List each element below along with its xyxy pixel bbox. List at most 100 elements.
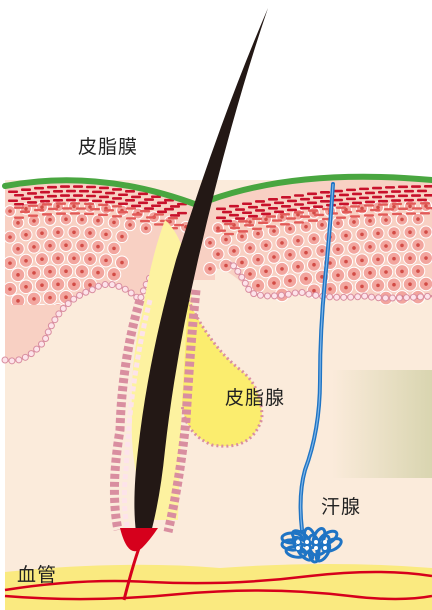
granular-cell [364,204,374,206]
corneocyte [300,198,310,201]
keratinocyte-nucleus [48,270,52,274]
corneocyte [268,207,278,210]
keratinocyte-nucleus [88,283,92,287]
sweat-gland-highlight [305,540,309,544]
basal-cell [16,357,22,363]
corneocyte [131,196,141,199]
corneocyte [372,187,382,190]
sweat-gland-highlight [296,540,300,544]
granular-cell [308,219,318,221]
keratinocyte-nucleus [56,231,60,235]
sweat-gland-highlight [296,546,300,550]
granular-cell [84,213,94,215]
keratinocyte-nucleus [376,232,380,236]
corneocyte [372,196,382,199]
sebaceous-gland-label: 皮脂腺 [225,383,285,410]
granular-cell [336,206,346,208]
corneocyte [339,194,349,197]
granular-cell [258,222,268,224]
corneocyte [274,211,284,214]
granular-cell [364,214,374,216]
corneocyte [216,217,226,220]
corneocyte [53,190,63,193]
basal-cell [382,295,388,301]
corneocyte [365,192,375,195]
basal-cell [140,288,146,294]
corneocyte [346,189,356,192]
sweat-gland-highlight [314,546,318,550]
keratinocyte-nucleus [144,226,148,230]
keratinocyte-nucleus [256,284,260,288]
corneocyte [14,194,24,197]
granular-cell [70,212,80,214]
keratinocyte-nucleus [400,244,404,248]
granular-cell [406,212,416,214]
sebum-film-label: 皮脂膜 [78,132,138,159]
keratinocyte-nucleus [64,269,68,273]
corneocyte [138,201,148,204]
granular-cell [412,207,422,209]
granular-cell [56,212,66,214]
basal-cell [138,294,144,300]
keratinocyte-nucleus [392,257,396,261]
basal-cell [278,292,284,298]
corneocyte [417,199,427,202]
keratinocyte-nucleus [120,235,124,239]
basal-cell [242,280,248,286]
granular-cell [146,216,156,218]
granular-cell [104,209,114,211]
granular-cell [224,223,234,225]
keratinocyte-nucleus [296,265,300,269]
corneocyte [157,201,167,204]
corneocyte [47,195,57,198]
basal-cell [22,354,28,360]
keratinocyte-nucleus [248,246,252,250]
keratinocyte-nucleus [72,230,76,234]
granular-cell [266,225,276,227]
keratinocyte-nucleus [328,287,332,291]
keratinocyte-nucleus [48,244,52,248]
corneocyte [92,200,102,203]
keratinocyte-nucleus [120,261,124,265]
basal-cell [417,294,423,300]
keratinocyte-nucleus [352,220,356,224]
keratinocyte-nucleus [240,261,244,265]
granular-cell [42,213,52,215]
keratinocyte-nucleus [208,267,212,271]
corneocyte [294,203,304,206]
keratinocyte-nucleus [312,237,316,241]
granular-cell [140,220,150,222]
corneocyte [47,186,57,189]
granular-cell [406,202,416,204]
keratinocyte-nucleus [32,245,36,249]
corneocyte [242,202,252,205]
granular-cell [174,224,184,226]
granular-cell [252,228,262,230]
keratinocyte-nucleus [400,270,404,274]
keratinocyte-nucleus [264,270,268,274]
keratinocyte-nucleus [232,249,236,253]
granular-cell [28,215,38,217]
basal-cell [116,283,122,289]
keratinocyte-nucleus [288,279,292,283]
keratinocyte-nucleus [408,256,412,260]
corneocyte [99,187,109,190]
corneocyte [261,213,271,216]
corneocyte [27,201,37,204]
keratinocyte-nucleus [424,230,428,234]
corneocyte [268,198,278,201]
keratinocyte-nucleus [392,205,396,209]
granular-cell [266,215,276,217]
corneocyte [118,202,128,205]
granular-cell [154,213,164,215]
granular-cell [308,209,318,211]
granular-cell [420,202,430,204]
keratinocyte-nucleus [272,281,276,285]
corneocyte [300,207,310,210]
corneocyte [79,199,89,202]
keratinocyte-nucleus [80,270,84,274]
keratinocyte-nucleus [360,233,364,237]
keratinocyte-nucleus [272,229,276,233]
corneocyte [34,187,44,190]
basal-cell [239,274,245,280]
